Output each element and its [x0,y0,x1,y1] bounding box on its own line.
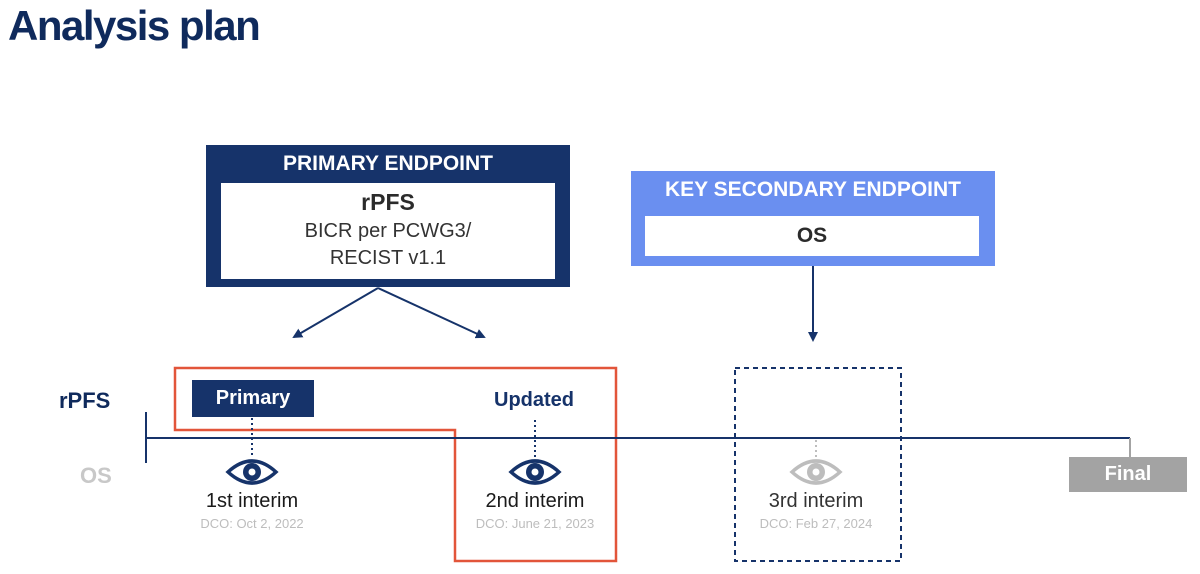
primary-endpoint-detail-1: BICR per PCWG3/ [304,220,472,242]
primary-endpoint-box: PRIMARY ENDPOINT rPFS BICR per PCWG3/ RE… [206,145,570,287]
key-secondary-endpoint-header: KEY SECONDARY ENDPOINT [665,178,961,201]
primary-endpoint-content: rPFS BICR per PCWG3/ RECIST v1.1 [221,183,555,279]
third-interim-dashed-box [734,367,902,562]
key-secondary-endpoint-box: KEY SECONDARY ENDPOINT OS [631,171,995,266]
eye-icon [789,459,843,485]
analysis-dco-2: DCO: June 21, 2023 [475,516,595,531]
page-title: Analysis plan [8,2,261,49]
analysis-label-1: 1st interim [205,490,299,512]
row-label-os: OS [80,463,112,488]
eye-icon [508,459,562,485]
primary-analysis-tag: Primary [192,380,314,417]
arrow-to-updated [377,287,486,339]
highlight-outline [173,366,618,563]
updated-analysis-tag: Updated [494,389,574,411]
primary-endpoint-header: PRIMARY ENDPOINT [282,152,494,175]
eye-icon [225,459,279,485]
analysis-dco-1: DCO: Oct 2, 2022 [200,516,304,531]
analysis-dco-3: DCO: Feb 27, 2024 [759,516,873,531]
arrow-to-primary [292,287,379,339]
final-analysis-tag: Final [1069,457,1187,492]
analysis-label-3: 3rd interim [768,490,864,512]
primary-endpoint-detail-2: RECIST v1.1 [329,247,447,269]
analysis-label-2: 2nd interim [485,490,585,512]
key-secondary-endpoint-name: OS [645,216,979,256]
primary-endpoint-name: rPFS [361,189,415,215]
row-label-rpfs: rPFS [59,388,111,413]
